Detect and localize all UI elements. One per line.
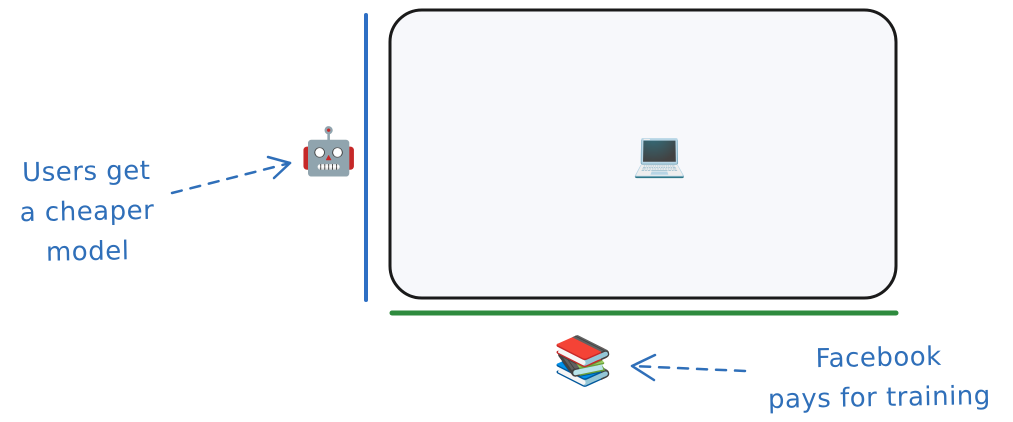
facebook-pays-note: Facebook pays for training [747,336,1010,421]
left-arrow [170,155,292,195]
note-line: model [45,236,130,268]
note-line: a cheaper [19,195,155,229]
note-line: Facebook [815,341,942,375]
model-box [388,8,898,300]
users-cheaper-model-note: Users get a cheaper model [1,151,173,274]
laptop-icon: 💻 [632,129,687,180]
bottom-arrow [630,353,747,382]
note-line: Users get [21,155,151,189]
note-line: pays for training [767,381,992,415]
books-icon: 📚 [553,333,613,389]
robot-icon: 🤖 [300,124,358,178]
